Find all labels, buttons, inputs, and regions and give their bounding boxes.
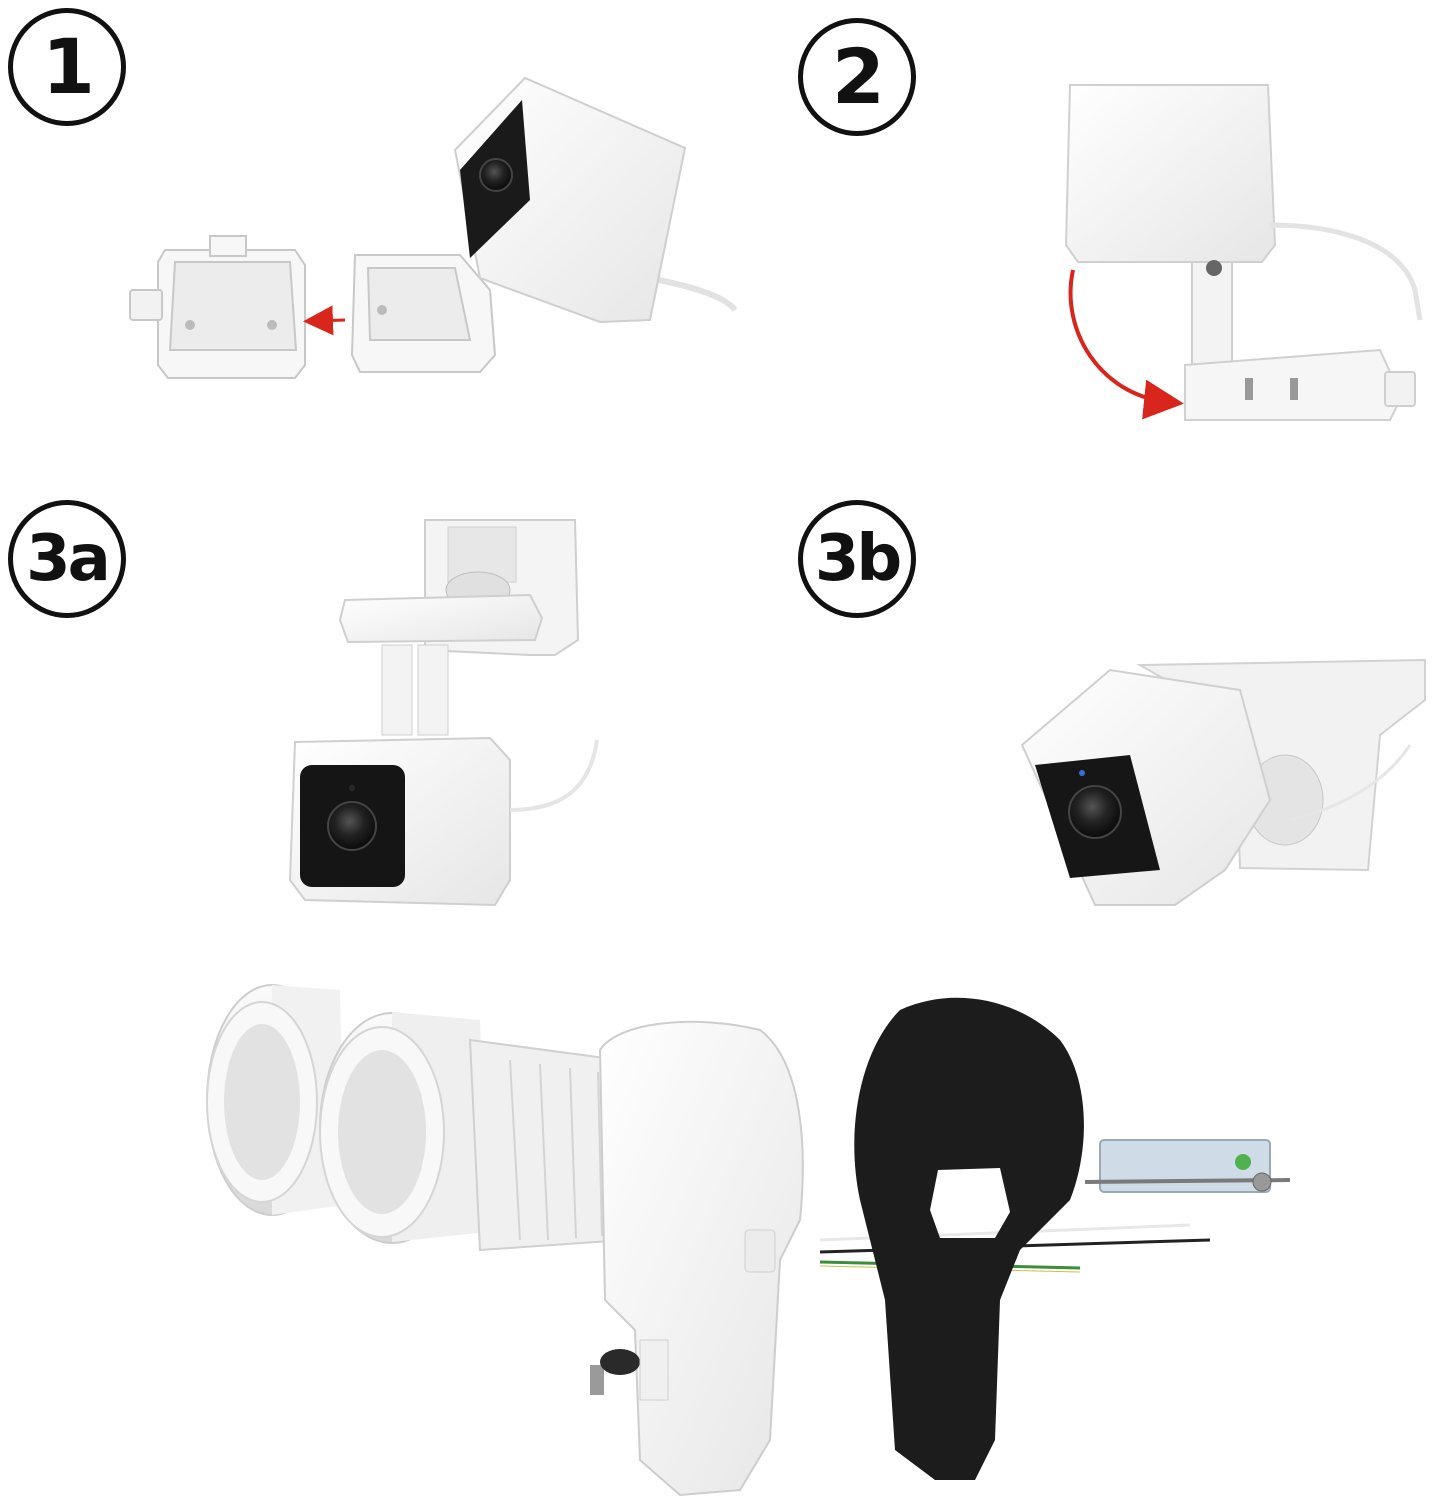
- step-3b-label: 3b: [814, 522, 902, 596]
- step-2-label: 2: [832, 32, 885, 121]
- step-3a-label: 3a: [26, 522, 111, 596]
- step-1-badge: 1: [8, 8, 126, 126]
- floodlight-mount-assembly: [206, 984, 1291, 1497]
- step-3a-badge: 3a: [8, 500, 126, 618]
- step-3a-illustration: [288, 519, 599, 907]
- step-2-badge: 2: [798, 18, 916, 136]
- camera-cube-step1: [453, 76, 687, 324]
- black-gasket: [854, 997, 1084, 1480]
- mounting-knob: [590, 1339, 669, 1401]
- step-1-illustration: [129, 76, 738, 379]
- camera-mount-base: [350, 254, 497, 373]
- step-2-illustration: [1064, 84, 1423, 421]
- base-plate: [129, 235, 306, 379]
- step-3b-badge: 3b: [798, 500, 916, 618]
- junction-bracket: [1084, 1139, 1291, 1193]
- step-3b-illustration: [1020, 658, 1426, 906]
- step-1-label: 1: [42, 22, 95, 111]
